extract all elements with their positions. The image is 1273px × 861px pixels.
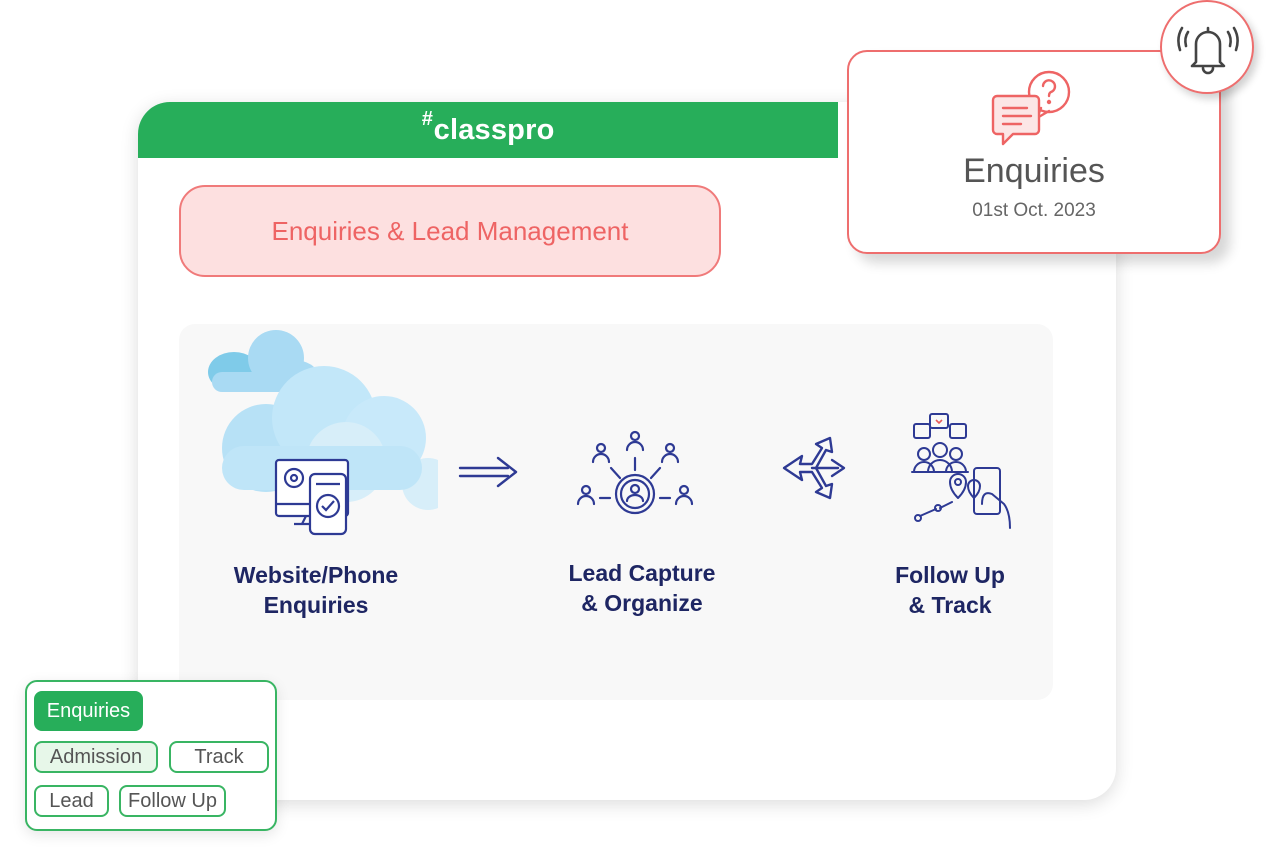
page-title: Enquiries & Lead Management <box>179 185 721 277</box>
devices-cloud-icon <box>208 330 438 536</box>
node-left-top <box>591 442 611 464</box>
brand-header-bar: # classpro <box>138 102 838 158</box>
tags-card: Enquiries Admission Track Lead Follow Up <box>25 680 277 831</box>
bell-ringing-icon <box>1177 26 1239 75</box>
arrow-right-icon <box>458 456 518 488</box>
split-arrows-icon <box>782 436 846 500</box>
tag-follow-up[interactable]: Follow Up <box>119 785 226 817</box>
tag-admission[interactable]: Admission <box>34 741 158 773</box>
devices-icon <box>274 458 350 536</box>
step-label-website-phone: Website/Phone Enquiries <box>233 562 399 618</box>
node-top <box>625 430 645 452</box>
node-right <box>674 484 694 506</box>
tag-lead[interactable]: Lead <box>34 785 109 817</box>
tag-track[interactable]: Track <box>169 741 269 773</box>
logo-mark: # <box>421 107 433 130</box>
notification-date: 01st Oct. 2023 <box>972 200 1096 221</box>
chat-question-icon <box>991 70 1071 146</box>
notification-title: Enquiries <box>963 152 1105 190</box>
follow-track-icon <box>911 413 1011 529</box>
notification-card[interactable]: Enquiries 01st Oct. 2023 <box>847 50 1221 254</box>
classpro-logo[interactable]: # classpro <box>421 108 555 147</box>
logo-text: classpro <box>433 113 555 146</box>
node-right-top <box>660 442 680 464</box>
bell-button[interactable] <box>1160 0 1254 94</box>
tag-enquiries[interactable]: Enquiries <box>34 691 143 731</box>
step-label-follow-up: Follow Up & Track <box>895 562 1005 618</box>
people-network-icon <box>576 430 694 515</box>
node-left <box>576 484 596 506</box>
step-label-lead-capture: Lead Capture & Organize <box>568 560 716 616</box>
